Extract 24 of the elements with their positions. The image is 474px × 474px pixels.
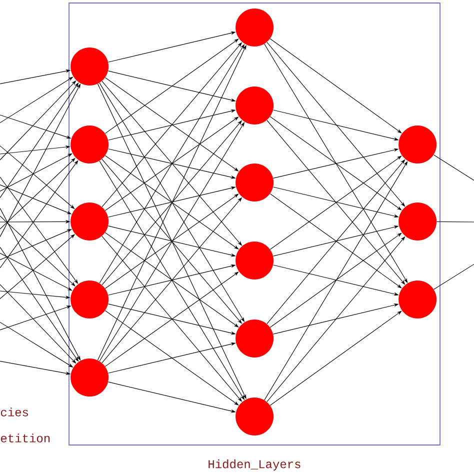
neuron-circle	[70, 358, 109, 397]
neuron-circle	[236, 164, 274, 202]
label-text: etition	[0, 434, 50, 442]
neuron-circle	[398, 202, 437, 241]
neuron-circle	[70, 48, 109, 86]
neuron-circle	[236, 320, 274, 358]
neuron-circle	[236, 86, 274, 125]
neuron-circle	[70, 126, 109, 164]
arrow	[270, 310, 402, 406]
layer-box: Hidden_Layers	[68, 2, 440, 471]
neuron-circle	[236, 8, 274, 47]
neuron-circle	[70, 280, 109, 319]
arrow	[270, 232, 402, 328]
neuron-circle	[398, 280, 437, 319]
neuron-circle	[70, 202, 109, 241]
arrow	[0, 216, 76, 286]
label-text: cies	[0, 408, 28, 416]
arrow	[0, 234, 75, 300]
node-label: Hidden_Layers	[208, 459, 300, 471]
neuron-circle	[398, 126, 437, 164]
neuron-circle	[236, 242, 274, 280]
arrow	[270, 193, 402, 288]
arrow	[270, 38, 402, 134]
neuron-circle	[236, 398, 274, 436]
